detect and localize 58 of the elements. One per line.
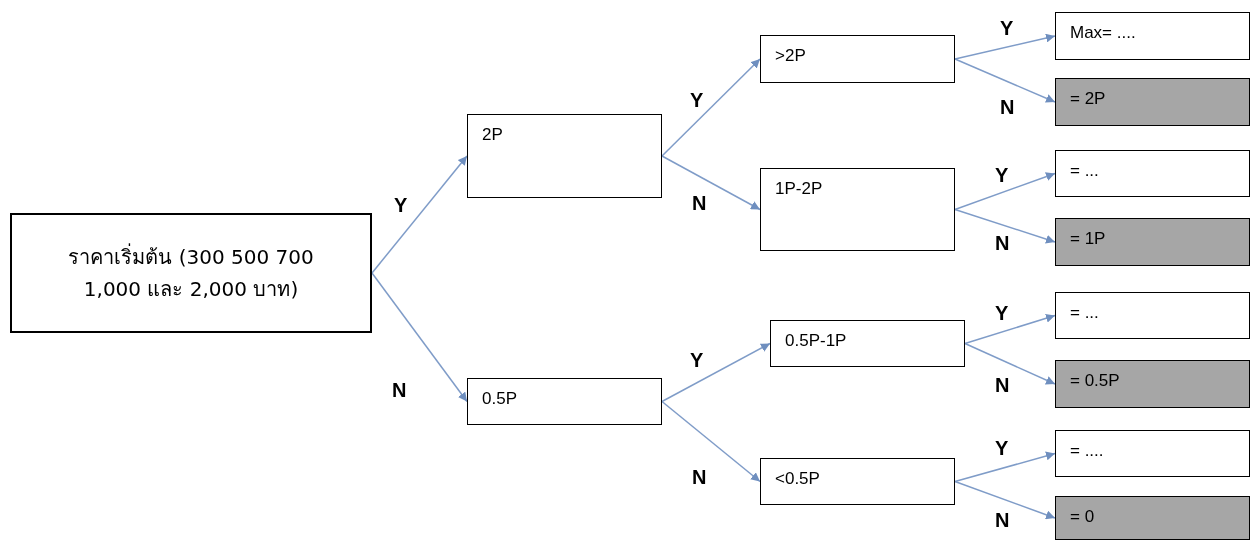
arrow [954, 58, 1056, 103]
result-box [1055, 496, 1250, 540]
edge-label: N [993, 375, 1012, 395]
box-text: = 2P [1070, 89, 1106, 109]
condition-box [1055, 12, 1250, 60]
box-text: = ... [1070, 303, 1099, 323]
box-text: ราคาเริ่มต้น (300 500 700 1,000 และ 2,000 บาท) [67, 242, 315, 303]
condition-box [467, 114, 662, 198]
condition-box [1055, 430, 1250, 477]
box-text: Max= .... [1070, 23, 1136, 43]
edge-label: Y [688, 90, 706, 110]
result-box [1055, 218, 1250, 266]
arrow [964, 313, 1056, 345]
arrow [371, 272, 468, 403]
edge-label: N [993, 233, 1012, 253]
edge-label: N [690, 193, 709, 213]
arrow [661, 342, 771, 403]
arrow [954, 33, 1056, 60]
start-box [10, 213, 372, 333]
arrow [371, 155, 468, 274]
arrow [964, 342, 1056, 385]
condition-box [1055, 150, 1250, 197]
condition-box [760, 168, 955, 251]
box-text: = .... [1070, 441, 1104, 461]
edge-label: Y [993, 165, 1011, 185]
box-text: = ... [1070, 161, 1099, 181]
box-text: = 1P [1070, 229, 1106, 249]
edge-label: N [993, 510, 1012, 530]
arrow [661, 400, 761, 483]
condition-box [760, 35, 955, 83]
box-text: 0.5P [482, 389, 517, 409]
edge-label: Y [993, 438, 1011, 458]
edge-label: Y [998, 18, 1016, 38]
arrow [954, 480, 1056, 520]
condition-box [760, 458, 955, 505]
box-text: = 0.5P [1070, 371, 1120, 391]
arrow [661, 58, 761, 157]
box-text: 0.5P-1P [785, 331, 847, 351]
arrow [954, 172, 1056, 211]
edge-label: Y [993, 303, 1011, 323]
arrow [954, 208, 1056, 244]
edge-label: Y [688, 350, 706, 370]
result-box [1055, 78, 1250, 126]
condition-box [1055, 292, 1250, 339]
box-text: 1P-2P [775, 179, 823, 199]
box-text: >2P [775, 46, 806, 66]
edge-label: Y [392, 195, 410, 215]
edge-label: N [998, 97, 1017, 117]
edge-label: N [690, 467, 709, 487]
condition-box [770, 320, 965, 367]
arrow [661, 155, 761, 211]
box-text: <0.5P [775, 469, 820, 489]
condition-box [467, 378, 662, 425]
box-text: 2P [482, 125, 503, 145]
result-box [1055, 360, 1250, 408]
arrow [954, 451, 1056, 483]
edge-label: N [390, 380, 409, 400]
box-text: = 0 [1070, 507, 1095, 527]
